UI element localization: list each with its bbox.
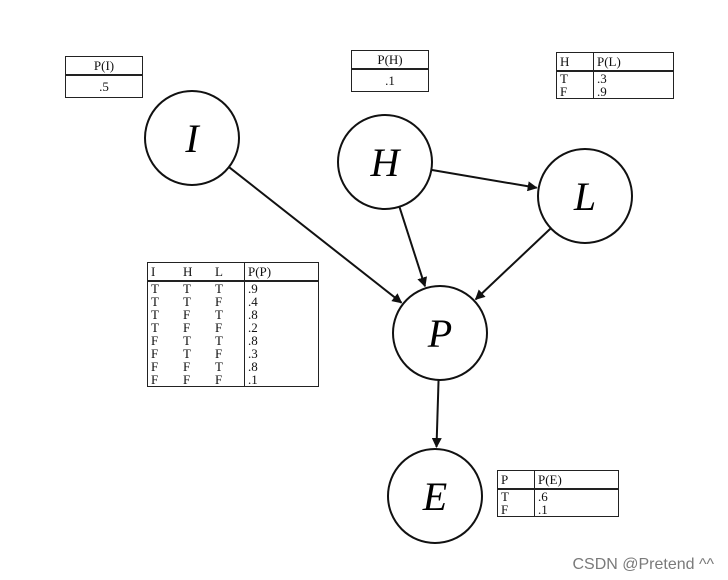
edge-I-to-P (228, 166, 403, 304)
cpt-P-cell: T (215, 281, 223, 296)
cpt-P-cell: .8 (244, 360, 319, 373)
cpt-E-cell: .1 (534, 503, 619, 517)
cpt-P-header-H: H (180, 262, 212, 282)
cpt-P-row: F F T .8 (148, 360, 319, 373)
cpt-L-cell: .3 (593, 71, 674, 85)
cpt-P-cell: F (151, 359, 159, 374)
cpt-P-cell: F (151, 346, 159, 361)
cpt-H-value: .1 (385, 73, 395, 88)
cpt-E-cell: F (501, 502, 509, 517)
cpt-P-cell: F (183, 307, 191, 322)
cpt-P-cell: .1 (244, 373, 319, 387)
node-I (144, 90, 240, 186)
cpt-P-cell: F (151, 333, 159, 348)
cpt-P-header-PP: P(P) (244, 262, 319, 282)
cpt-P-cell: T (151, 281, 159, 296)
cpt-P-cell: F (215, 372, 223, 387)
node-L (537, 148, 633, 244)
cpt-P-row: F T T .8 (148, 334, 319, 347)
cpt-L-cell: .9 (593, 85, 674, 99)
cpt-P-row: F T F .3 (148, 347, 319, 360)
cpt-P-cell: .3 (244, 347, 319, 360)
cpt-P-cell: .4 (244, 295, 319, 308)
cpt-L-header-PL: P(L) (593, 52, 674, 72)
edge-H-to-P (398, 206, 428, 288)
edge-L-to-P (474, 227, 552, 301)
cpt-P-cell: F (151, 372, 159, 387)
cpt-P-cell: T (151, 307, 159, 322)
cpt-P-header-L: L (212, 262, 245, 282)
node-label-L: L (573, 174, 596, 219)
cpt-table-I: P(I) .5 (65, 56, 143, 98)
cpt-I-header: P(I) (65, 56, 143, 76)
cpt-P-cell: T (183, 346, 191, 361)
cpt-P-row: T T F .4 (148, 295, 319, 308)
cpt-P-cell: .8 (244, 334, 319, 347)
cpt-P-cell: F (183, 359, 191, 374)
cpt-P-cell: F (183, 372, 191, 387)
cpt-P-cell: F (183, 320, 191, 335)
cpt-L-cell: F (560, 84, 568, 99)
cpt-P-row: T F F .2 (148, 321, 319, 334)
node-label-H: H (370, 140, 402, 185)
cpt-P-cell: T (183, 281, 191, 296)
cpt-P-cell: T (183, 333, 191, 348)
cpt-P-header-I: I (147, 262, 180, 282)
cpt-P-cell: T (151, 294, 159, 309)
node-E (387, 448, 483, 544)
cpt-table-H: P(H) .1 (351, 50, 429, 92)
cpt-P-cell: T (215, 359, 223, 374)
cpt-P-cell: T (183, 294, 191, 309)
cpt-P-row: T T T .9 (148, 281, 319, 295)
node-label-I: I (184, 116, 200, 161)
cpt-P-cell: F (215, 320, 223, 335)
node-label-E: E (422, 474, 447, 519)
cpt-P-cell: .9 (244, 281, 319, 295)
edge-P-to-E (431, 379, 442, 449)
cpt-E-header-PE: P(E) (534, 470, 619, 490)
cpt-E-cell: .6 (534, 489, 619, 503)
cpt-P-row: F F F .1 (148, 373, 319, 387)
cpt-P-cell: T (215, 307, 223, 322)
cpt-P-cell: .2 (244, 321, 319, 334)
cpt-H-header: P(H) (351, 50, 429, 70)
cpt-L-header-H: H (556, 52, 594, 72)
cpt-P-cell: F (215, 346, 223, 361)
cpt-L-cell: T (560, 71, 568, 86)
cpt-P-cell: T (151, 320, 159, 335)
node-P (392, 285, 488, 381)
cpt-table-E: P P(E) T .6 F .1 (497, 470, 619, 517)
cpt-P-cell: T (215, 333, 223, 348)
node-H (337, 114, 433, 210)
edge-H-to-L (431, 168, 538, 192)
cpt-P-cell: F (215, 294, 223, 309)
cpt-P-cell: .8 (244, 308, 319, 321)
cpt-P-row: T F T .8 (148, 308, 319, 321)
watermark-text: CSDN @Pretend ^^ (572, 556, 714, 573)
cpt-table-L: H P(L) T .3 F .9 (556, 52, 674, 99)
cpt-E-header-P: P (497, 470, 535, 490)
node-label-P: P (427, 311, 452, 356)
cpt-I-value: .5 (99, 79, 109, 94)
cpt-E-cell: T (501, 489, 509, 504)
